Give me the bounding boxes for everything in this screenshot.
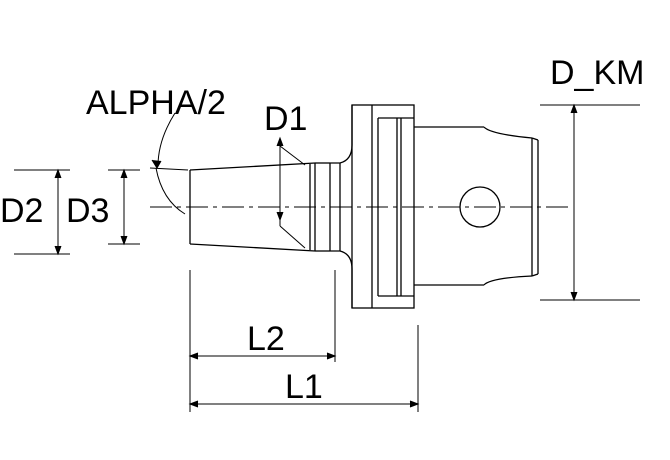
- dkm-dimension: [540, 103, 640, 302]
- flange: [351, 104, 415, 309]
- d3-dimension: [108, 168, 140, 246]
- l1-label: L1: [285, 368, 323, 406]
- dkm-label: D_KM: [550, 54, 644, 92]
- d1-dimension: [276, 136, 306, 249]
- l1-dimension: [188, 325, 420, 412]
- d2-dimension: [14, 168, 70, 256]
- d1-label: D1: [264, 100, 307, 138]
- d3-label: D3: [66, 192, 109, 230]
- l2-label: L2: [247, 320, 285, 358]
- taper-nose: [189, 162, 331, 252]
- cross-hole: [459, 186, 501, 228]
- alpha-half-label: ALPHA/2: [86, 84, 226, 122]
- shank: [414, 126, 539, 286]
- d2-label: D2: [0, 192, 43, 230]
- alpha-dimension: [149, 112, 189, 215]
- l2-dimension: [188, 270, 337, 412]
